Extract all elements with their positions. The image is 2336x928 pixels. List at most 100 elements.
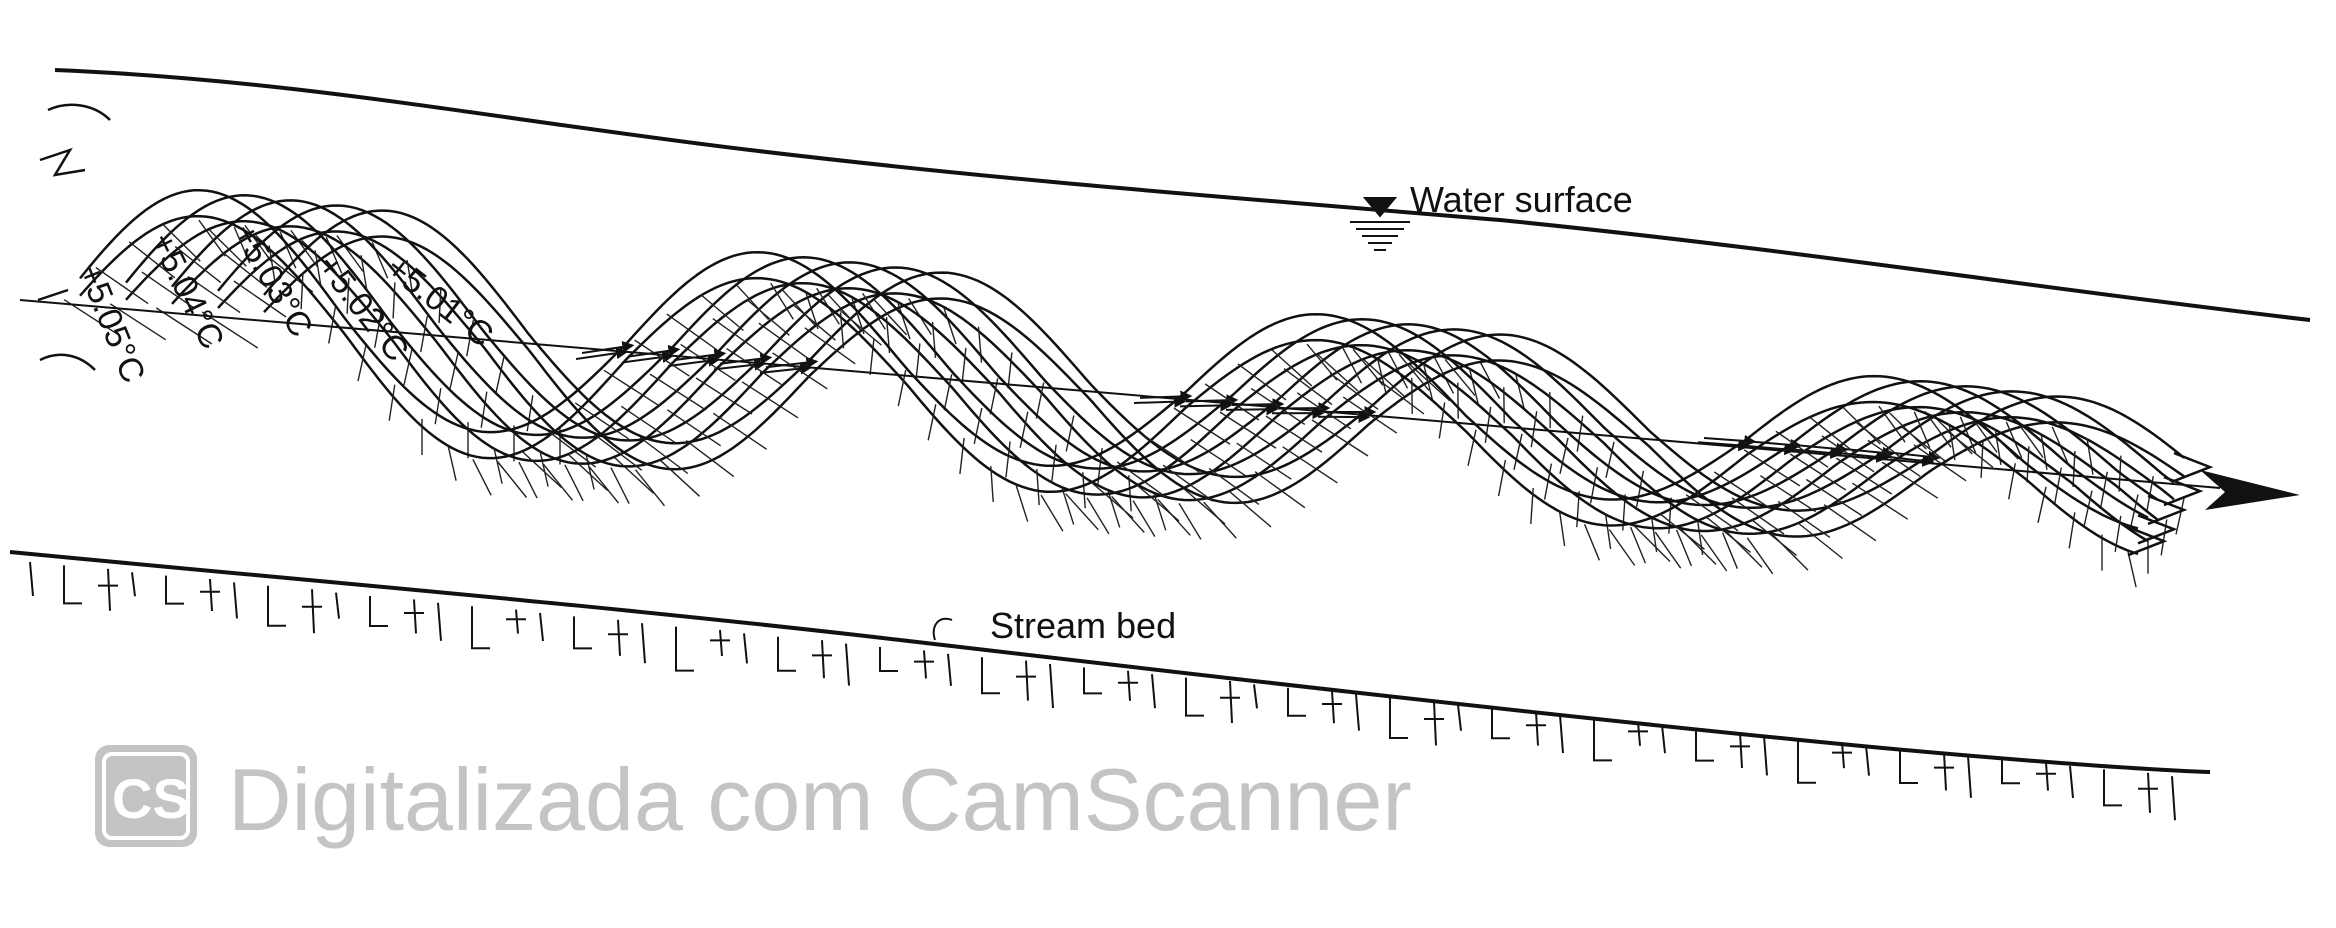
hatch-line: [1789, 453, 1847, 491]
hatch-line: [1132, 500, 1156, 537]
hatch-line: [959, 437, 965, 475]
hatch-line: [1608, 529, 1636, 566]
ribbon-inlet-flare: [37, 103, 111, 371]
bed-texture-mark: [1832, 742, 1852, 769]
hatch-line: [2129, 494, 2139, 531]
bed-texture-mark: [2001, 759, 2020, 785]
hatch-line: [493, 447, 503, 484]
ribbon-edge: [79, 214, 2139, 556]
bed-texture-mark: [573, 616, 592, 650]
bed-texture-mark: [1661, 725, 1666, 754]
hatch-line: [1219, 411, 1277, 449]
hatch-line: [1019, 411, 1029, 448]
hatch-line: [2008, 463, 2016, 500]
bed-texture-mark: [437, 602, 442, 641]
bed-texture-mark: [608, 619, 628, 656]
hatch-line: [1468, 368, 1480, 405]
hatch-line: [990, 466, 994, 503]
hatch-line: [1282, 446, 1338, 484]
ribbon-edge: [79, 188, 2139, 530]
hatch-line: [392, 282, 396, 319]
hatch-line: [1128, 475, 1132, 512]
bed-texture-mark: [1016, 660, 1036, 701]
hatch-line: [1250, 387, 1306, 425]
hatch-line: [128, 241, 176, 279]
hatch-line: [620, 405, 676, 443]
flow-axis-line: [19, 299, 2221, 489]
bed-texture-mark: [1730, 731, 1750, 769]
hatch-line: [1843, 407, 1881, 445]
bed-texture-mark: [1491, 708, 1510, 740]
bed-texture-mark: [1593, 718, 1612, 762]
hatch-line: [220, 250, 268, 288]
hatch-line: [1805, 478, 1863, 517]
hatch-line: [233, 280, 287, 318]
bed-texture-mark: [1049, 663, 1054, 709]
ribbon-outlet-arrow: [2163, 475, 2204, 507]
hatch-line: [1514, 373, 1526, 410]
hatch-line: [472, 458, 492, 496]
hatch-line: [434, 388, 442, 425]
hatch-line: [564, 464, 584, 502]
hatch-line: [495, 356, 505, 393]
camscanner-watermark: CS Digitalizada com CamScanner: [95, 745, 1412, 849]
bed-texture-mark: [981, 657, 1000, 695]
bed-texture-mark: [1322, 691, 1342, 724]
hatch-line: [1352, 348, 1384, 386]
hatch-line: [1254, 471, 1306, 509]
stream-bed-label: Stream bed: [990, 605, 1176, 646]
flow-arrow: [1795, 442, 1849, 455]
hatch-line: [1775, 430, 1829, 468]
hatch-line: [198, 219, 226, 257]
hatch-line: [1007, 352, 1013, 389]
hatch-line: [141, 271, 195, 309]
hatch-line: [542, 463, 574, 501]
hatch-line: [336, 235, 364, 272]
bed-texture-mark: [335, 592, 340, 619]
hatch-line: [869, 338, 875, 375]
hatch-line: [666, 313, 718, 351]
hatch-line: [1959, 416, 1977, 454]
bed-texture-mark: [1695, 728, 1714, 762]
hatch-line: [804, 327, 856, 365]
bed-texture-mark: [641, 623, 646, 664]
bed-texture-mark: [1287, 687, 1306, 717]
hatch-line: [1061, 488, 1075, 525]
camscanner-logo-icon: [95, 745, 197, 847]
hatch-line: [233, 226, 251, 264]
helical-vortex: [37, 103, 2214, 588]
hatch-line: [1005, 441, 1011, 478]
hatch-line: [1090, 481, 1134, 519]
hatch-line: [1576, 491, 1580, 528]
hatch-line: [1759, 475, 1817, 513]
hatch-line: [357, 344, 367, 382]
bed-texture-mark: [2103, 769, 2122, 807]
ribbon-outlet-arrow: [2147, 494, 2188, 526]
hatch-line: [927, 404, 937, 441]
hatch-line: [539, 450, 549, 487]
hatch-line: [1467, 429, 1477, 466]
hatch-line: [2127, 551, 2137, 588]
bed-texture-mark: [1559, 714, 1564, 754]
hatch-line: [1265, 415, 1323, 453]
hatch-line: [1731, 497, 1785, 535]
hatch-line: [1065, 415, 1075, 452]
hatch-line: [700, 293, 744, 332]
hatch-line: [593, 433, 643, 471]
hatch-line: [406, 259, 414, 297]
hatch-line: [1913, 444, 1967, 482]
hatch-line: [666, 409, 722, 447]
hatch-line: [897, 302, 911, 340]
hatch-line: [567, 453, 609, 492]
hatch-line: [388, 384, 396, 421]
hatch-line: [1878, 405, 1906, 443]
hatch-line: [496, 461, 528, 498]
hatch-line: [174, 246, 222, 284]
hatch-line: [346, 277, 350, 314]
hatch-line: [1363, 359, 1405, 397]
bed-texture-mark: [506, 609, 526, 634]
hatch-line: [155, 307, 213, 345]
hatch-line: [772, 352, 828, 390]
bed-texture-mark: [98, 568, 118, 611]
hatch-line: [712, 318, 764, 356]
